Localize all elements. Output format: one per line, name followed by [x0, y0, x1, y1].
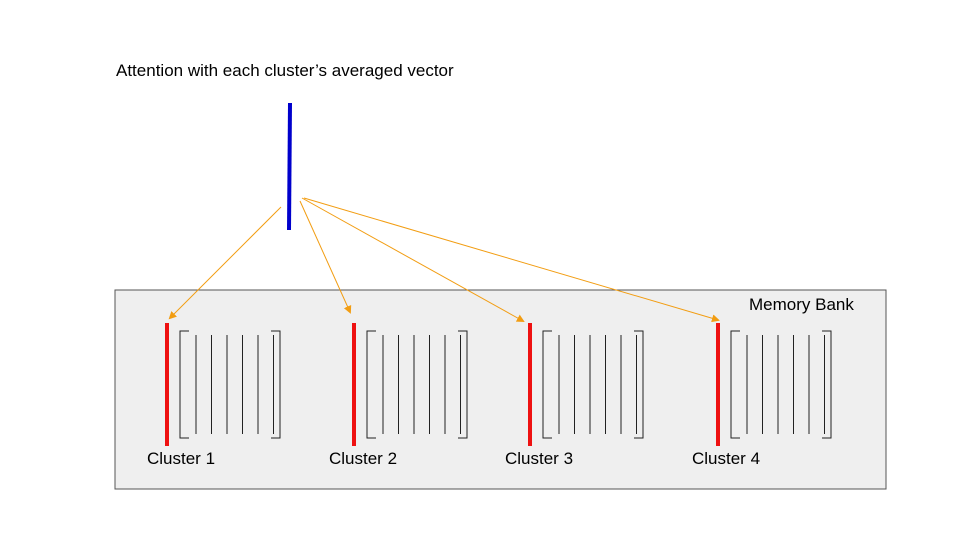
cluster-2	[352, 323, 468, 446]
cluster-4-matrix-left-bracket	[730, 330, 740, 439]
cluster-1-matrix-right-bracket	[271, 330, 281, 439]
cluster-4	[716, 323, 832, 446]
attention-arrow-4	[303, 197, 720, 323]
clusters-group	[165, 323, 832, 446]
cluster-3-label: Cluster 3	[505, 449, 574, 468]
cluster-3	[528, 323, 644, 446]
cluster-1-matrix-left-bracket	[179, 330, 189, 439]
memory-bank-box	[114, 289, 887, 490]
cluster-2-label: Cluster 2	[329, 449, 398, 468]
query-vector	[287, 102, 292, 231]
cluster-1	[165, 323, 281, 446]
cluster-4-label: Cluster 4	[692, 449, 761, 468]
memory-bank-label: Memory Bank	[749, 295, 854, 314]
cluster-3-matrix-left-bracket	[542, 330, 552, 439]
attention-arrow-3	[301, 197, 525, 322]
attention-arrow-2	[299, 200, 352, 314]
attention-arrows	[168, 197, 720, 323]
cluster-2-matrix-left-bracket	[366, 330, 376, 439]
cluster-2-matrix-right-bracket	[458, 330, 468, 439]
cluster-1-label: Cluster 1	[147, 449, 216, 468]
attention-arrow-1	[168, 206, 282, 320]
diagram-title: Attention with each cluster’s averaged v…	[116, 61, 454, 80]
cluster-4-matrix-right-bracket	[822, 330, 832, 439]
cluster-3-matrix-right-bracket	[634, 330, 644, 439]
